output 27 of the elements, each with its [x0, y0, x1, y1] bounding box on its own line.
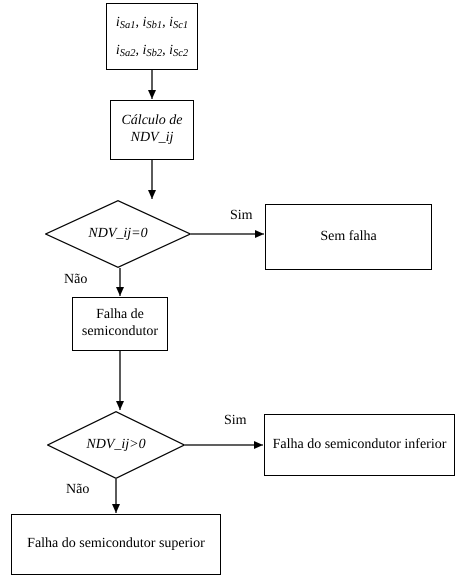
arrow: [116, 351, 124, 410]
node-text: Cálculo de NDV_ij: [120, 113, 184, 147]
arrow: [185, 441, 263, 449]
edge-label: Sim: [230, 208, 253, 225]
arrow: [148, 70, 156, 99]
process-box: [264, 414, 455, 476]
node-text: i$_{Sa1}$, i$_{Sb1}$, i$_{Sc1}$ i$_{Sa2}$, i$_{Sb2}$, i$_{Sc2}$: [114, 14, 190, 62]
decision-diamond: [47, 411, 185, 479]
edge-label: Sim: [224, 413, 247, 430]
edge-label: Não: [66, 482, 90, 499]
node-text: Falha do semicondutor superior: [26, 536, 206, 553]
process-box: [11, 514, 221, 575]
process-box: [265, 204, 432, 270]
node-text: Sem falha: [319, 228, 378, 246]
node-text: Falha de semicondutor: [80, 307, 160, 341]
arrow: [191, 230, 264, 238]
process-box: [72, 297, 168, 351]
process-box: [110, 100, 194, 160]
process-box: [106, 3, 198, 70]
decision-diamond: [45, 200, 191, 268]
arrow: [112, 479, 120, 513]
arrow: [148, 160, 156, 199]
edge-label: Não: [64, 272, 88, 289]
node-text: NDV_ij>0: [85, 436, 147, 454]
node-text: NDV_ij=0: [87, 226, 149, 242]
arrow: [116, 268, 124, 296]
node-text: Falha do semicondutor inferior: [272, 436, 448, 454]
